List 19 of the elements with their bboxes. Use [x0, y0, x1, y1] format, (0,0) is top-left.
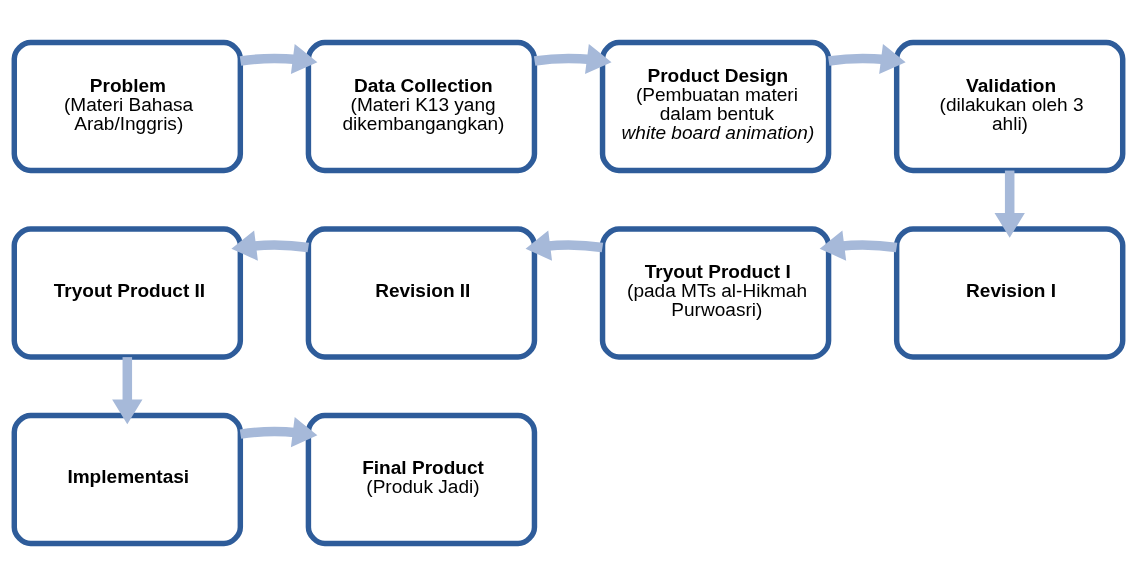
arrow [525, 230, 604, 261]
arrow [112, 356, 143, 424]
node-box: Implementasi [11, 412, 244, 546]
arrow [994, 170, 1025, 238]
node-box: Revision I [893, 225, 1126, 360]
node-box: Tryout Product II [11, 225, 244, 360]
node-box: Final Product (Produk Jadi) [305, 412, 538, 546]
arrow [239, 43, 318, 74]
node-box: Tryout Product I (pada MTs al-Hikmah Purwoasri) [599, 225, 832, 360]
node-box: Data Collection (Materi K13 yang dikembangangkan) [305, 39, 538, 173]
node-box: Product Design (Pembuatan materi dalam bentuk white board animation) [599, 39, 832, 173]
arrow [828, 43, 906, 74]
arrow [239, 416, 318, 447]
arrow [533, 43, 612, 74]
node-box: Revision II [305, 225, 538, 360]
node-box: Problem (Materi Bahasa Arab/Inggris) [11, 39, 244, 173]
arrow [231, 230, 309, 261]
arrow [819, 230, 898, 261]
node-box: Validation (dilakukan oleh 3 ahli) [893, 39, 1126, 173]
